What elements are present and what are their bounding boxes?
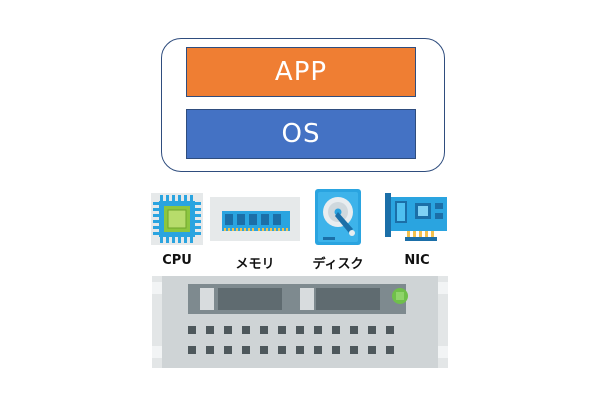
software-stack-frame: APP OS <box>161 38 445 172</box>
os-layer-label: OS <box>281 119 321 149</box>
memory-label: メモリ <box>235 257 275 272</box>
nic-icon <box>385 193 447 241</box>
cpu-label: CPU <box>162 253 192 268</box>
disk-label: ディスク <box>312 257 364 272</box>
disk-icon <box>315 189 361 245</box>
server-rack-icon <box>152 276 448 368</box>
os-layer: OS <box>186 109 416 159</box>
app-layer: APP <box>186 47 416 97</box>
memory-icon <box>210 197 300 241</box>
app-layer-label: APP <box>274 57 328 87</box>
cpu-icon <box>151 193 203 245</box>
nic-label: NIC <box>404 253 430 268</box>
